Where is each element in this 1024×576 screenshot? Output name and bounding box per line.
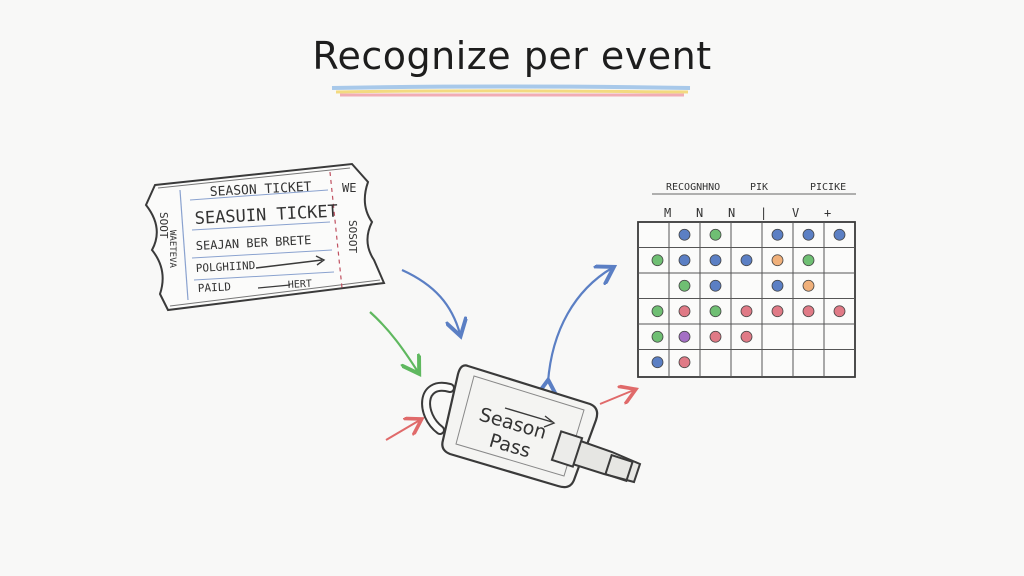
calendar-event-dot [651, 330, 664, 343]
calendar-event-dot [678, 279, 691, 292]
calendar-event-dot [678, 356, 691, 369]
calendar-header-1: RECOGNHNO [666, 182, 720, 193]
calendar-header-2: PIK [750, 182, 768, 193]
calendar-event-dot [678, 254, 691, 267]
title-underline [331, 84, 691, 97]
ticket-stub-label: WE [342, 181, 356, 195]
calendar-event-dot [651, 356, 664, 369]
ticket-side-right: SOSOT [346, 220, 359, 253]
page-title: Recognize per event [312, 34, 712, 78]
season-pass: Season Pass [421, 364, 642, 489]
red-arrow-pass-to-calendar [599, 390, 634, 405]
calendar-event-dot [740, 305, 753, 318]
calendar-event-dot [802, 305, 815, 318]
calendar-event-dot [802, 254, 815, 267]
calendar-event-dot [771, 228, 784, 241]
calendar-event-dot [802, 228, 815, 241]
calendar-day-label: | [760, 206, 767, 220]
calendar-frame [637, 221, 856, 378]
calendar-header-3: PICIKE [810, 182, 846, 193]
calendar-event-dot [651, 305, 664, 318]
calendar-event-dot [709, 279, 722, 292]
calendar-event-dot [833, 228, 846, 241]
calendar-event-dot [833, 305, 846, 318]
calendar-day-label: + [824, 206, 831, 220]
calendar-event-dot [771, 254, 784, 267]
blue-arrow-ticket-to-pass [401, 268, 460, 334]
ticket-line-3: POLGHIIND [195, 259, 255, 275]
calendar-day-label: M [664, 206, 671, 220]
calendar-event-dot [678, 228, 691, 241]
calendar-event-dot [709, 330, 722, 343]
calendar-event-dot [771, 279, 784, 292]
ticket-side-left: SOOT [157, 212, 170, 239]
calendar-event-dot [678, 305, 691, 318]
calendar-event-dot [802, 279, 815, 292]
calendar-day-label: N [696, 206, 703, 220]
green-arrow-ticket-to-pass [369, 311, 418, 372]
calendar-event-dot [709, 254, 722, 267]
season-ticket: SEASON TICKET WE SEASUIN TICKET SEAJAN B… [144, 162, 386, 312]
blue-double-arrow-pass-calendar [548, 268, 612, 382]
calendar-event-dot [771, 305, 784, 318]
calendar-day-label: N [728, 206, 735, 220]
calendar-event-dot [651, 254, 664, 267]
calendar-event-dot [740, 330, 753, 343]
ticket-line-4: PAILD [197, 280, 231, 295]
calendar-event-dot [678, 330, 691, 343]
calendar: RECOGNHNO PIK PICIKE M N N | V + [637, 182, 856, 378]
calendar-day-label: V [792, 206, 799, 220]
ticket-line-2: SEAJAN BER BRETE [195, 233, 311, 253]
ticket-header: SEASON TICKET [209, 180, 312, 200]
calendar-event-dot [740, 254, 753, 267]
red-arrow-into-pass [385, 420, 420, 441]
calendar-event-dot [709, 305, 722, 318]
ticket-line-4b: HERT [288, 279, 313, 291]
ticket-side-left-2: WAETEVA [167, 230, 177, 269]
calendar-event-dot [709, 228, 722, 241]
